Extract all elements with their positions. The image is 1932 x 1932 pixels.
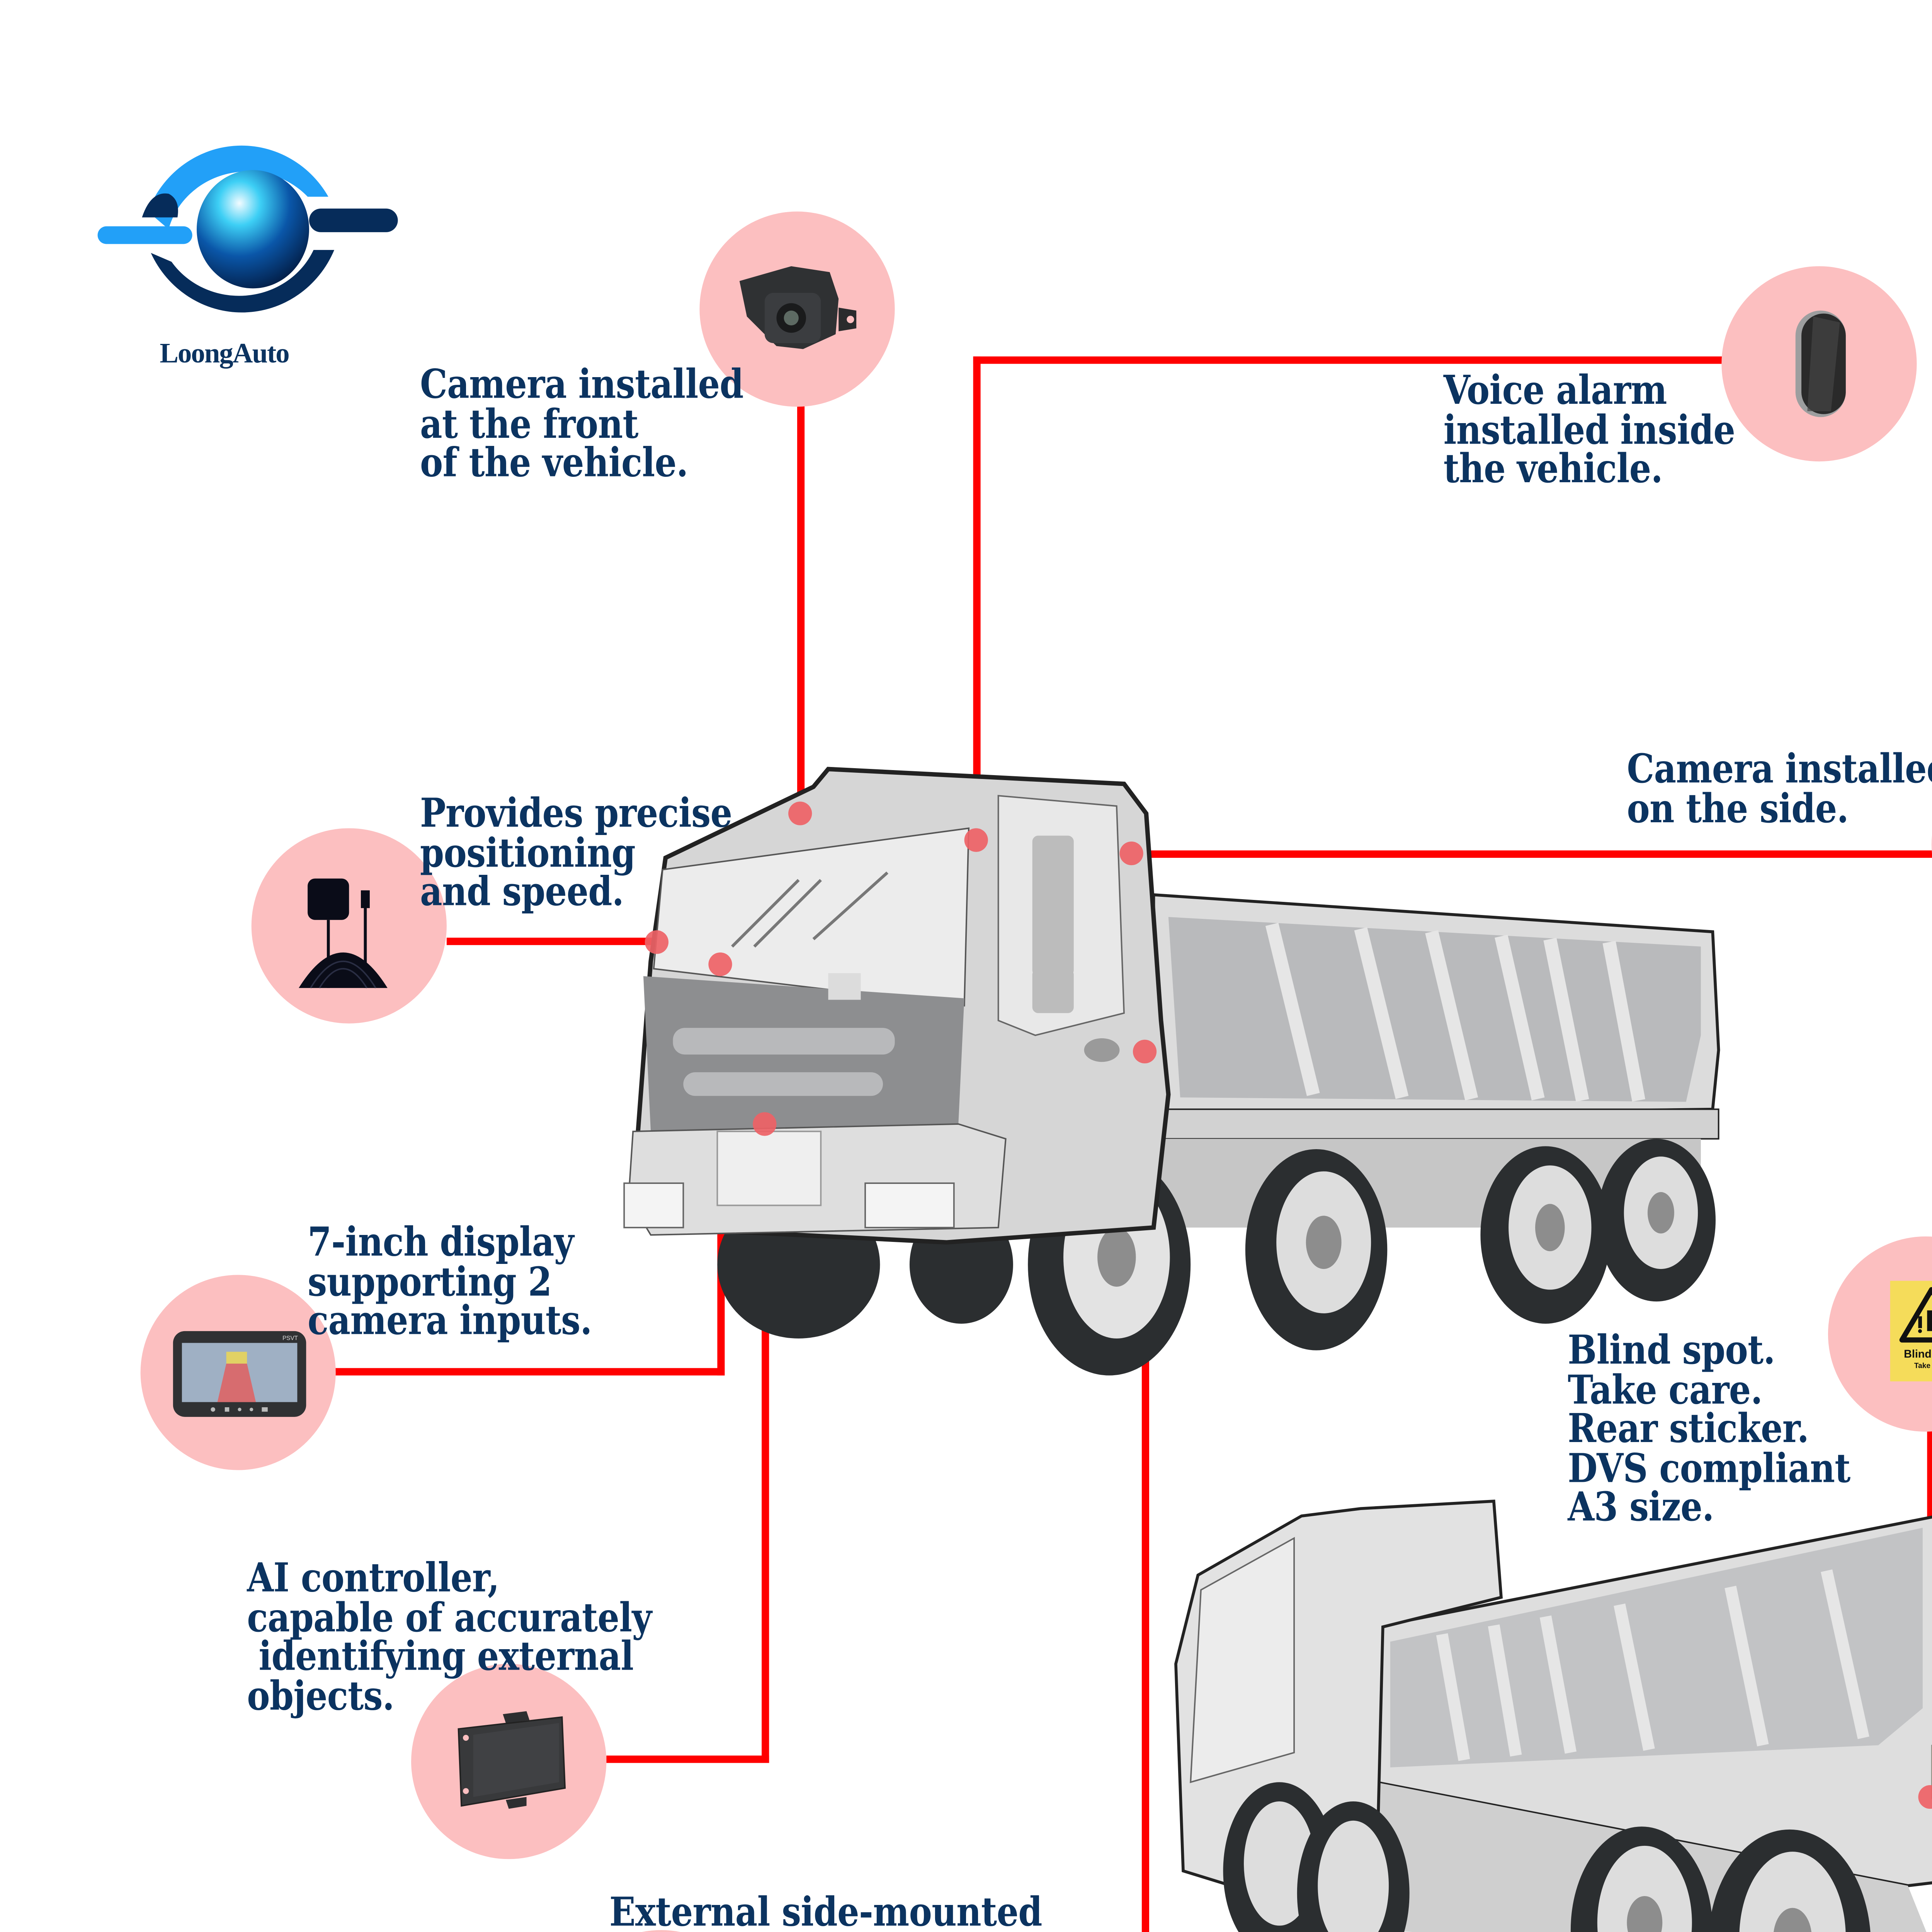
connector-front-camera [797, 402, 805, 814]
globe-eye-logo-icon [97, 145, 398, 313]
blind-spot-sign-icon: Blind Spot Take Care [1890, 1281, 1932, 1381]
label-external-speaker: External side-mounted voice alarm. [609, 1890, 1043, 1932]
bubble-display-monitor[interactable]: PSVT [140, 1275, 336, 1470]
connector-side-camera [1131, 850, 1932, 858]
ai-controller-box-icon [457, 1711, 566, 1809]
label-gps-antenna: Provides precise positioning and speed. [420, 791, 732, 916]
sign-title: Blind Spot [1904, 1348, 1932, 1361]
dump-truck-rear-view-icon [1174, 1499, 1932, 1932]
label-blind-spot-sticker: Blind spot. Take care. Rear sticker. DVS… [1568, 1328, 1850, 1531]
anchor-gps [645, 930, 669, 954]
dump-truck-front-view-icon [623, 767, 1720, 1376]
connector-voice-alarm-horizontal [973, 356, 1728, 364]
monitor-brand-mark: PSVT [282, 1335, 298, 1342]
bubble-front-camera[interactable] [699, 211, 895, 407]
bubble-gps-antenna[interactable] [251, 828, 447, 1024]
bubble-voice-alarm[interactable] [1721, 266, 1917, 462]
label-ai-controller: AI controller, capable of accurately ide… [247, 1556, 652, 1719]
label-side-camera: Camera installed on the side. [1627, 747, 1932, 832]
anchor-side-camera [1119, 841, 1143, 866]
voice-alarm-icon [1795, 310, 1846, 417]
anchor-front-camera [788, 801, 812, 825]
label-voice-alarm: Voice alarm installed inside the vehicle… [1443, 368, 1735, 493]
monitor-icon: PSVT [173, 1331, 306, 1417]
front-camera-icon [739, 266, 857, 349]
bubble-ai-controller[interactable] [411, 1664, 607, 1859]
anchor-voice-alarm [964, 828, 988, 852]
connector-controller-horizontal [606, 1755, 769, 1763]
connector-display-horizontal [334, 1368, 725, 1376]
sign-subtitle: Take Care [1914, 1362, 1932, 1370]
bubble-external-speaker[interactable] [563, 1930, 759, 1932]
connector-voice-alarm-vertical [973, 356, 981, 840]
anchor-display [708, 952, 732, 976]
brand-logo: LoongAuto [92, 126, 402, 377]
anchor-external-speaker [1133, 1039, 1157, 1064]
anchor-controller [753, 1112, 777, 1136]
connector-gps [446, 937, 658, 945]
gps-antenna-icon [299, 878, 388, 988]
label-front-camera: Camera installed at the front of the veh… [420, 362, 744, 487]
brand-name: LoongAuto [160, 338, 289, 370]
label-display-monitor: 7-inch display supporting 2 camera input… [308, 1220, 592, 1345]
